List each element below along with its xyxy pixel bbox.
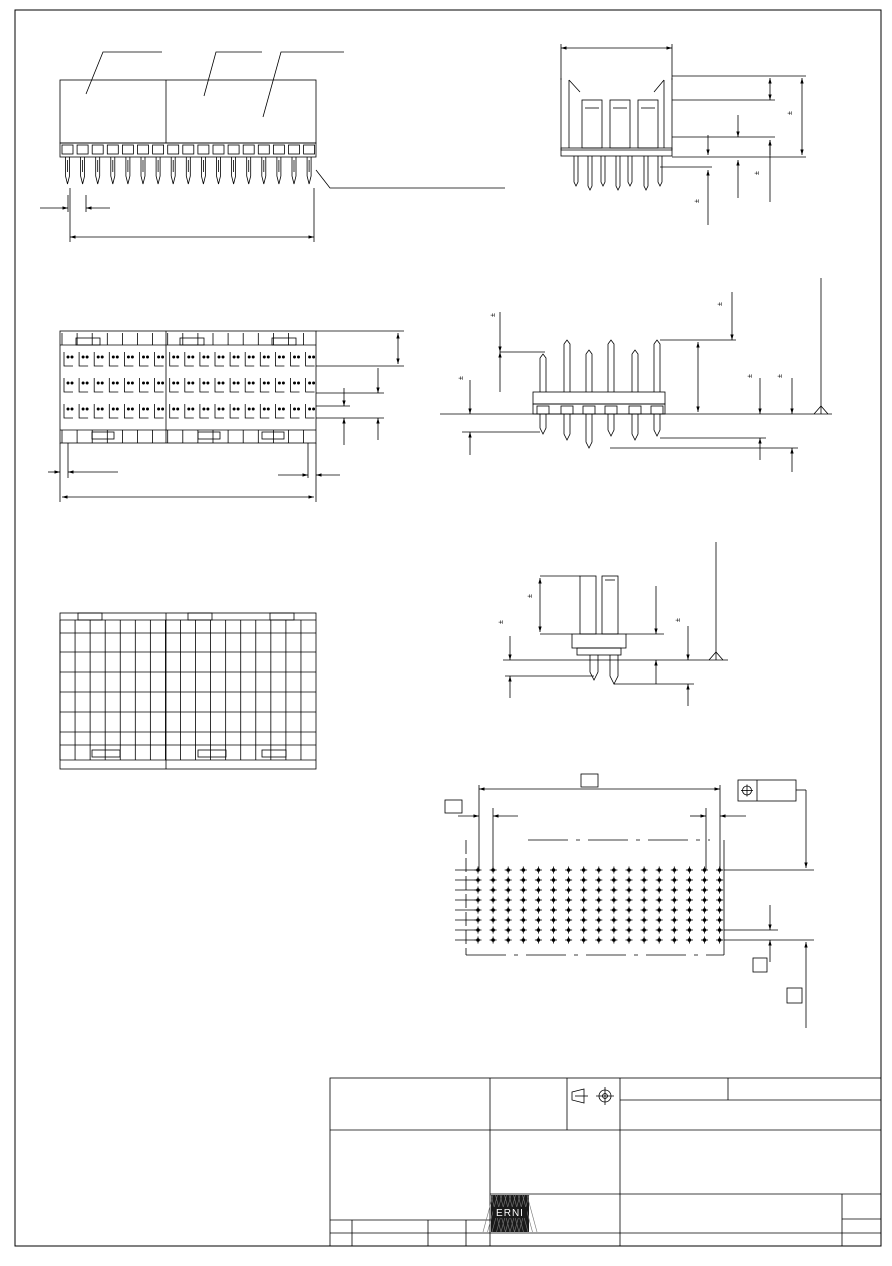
sheet-border bbox=[14, 9, 882, 1247]
tolerance-label: ± bbox=[490, 313, 497, 317]
short-side-view bbox=[503, 542, 728, 706]
tolerance-label: ± bbox=[498, 620, 505, 624]
erni-logo: ERNI bbox=[482, 1194, 538, 1233]
datum-box-c bbox=[752, 957, 768, 973]
tolerance-label: ± bbox=[777, 374, 784, 378]
tolerance-label: ± bbox=[527, 594, 534, 598]
tolerance-label: ± bbox=[694, 199, 701, 203]
bottom-view bbox=[59, 612, 317, 770]
datum-box-a bbox=[580, 773, 599, 788]
tolerance-label: ± bbox=[675, 618, 682, 622]
tolerance-label: ± bbox=[787, 111, 794, 115]
pcb-layout bbox=[444, 773, 814, 1028]
datum-box-d bbox=[786, 987, 803, 1004]
tolerance-label: ± bbox=[717, 302, 724, 306]
tolerance-label: ± bbox=[458, 376, 465, 380]
front-view bbox=[40, 51, 505, 242]
title-block: ERNI bbox=[329, 1077, 882, 1247]
logo-text: ERNI bbox=[496, 1208, 524, 1219]
tolerance-label: ± bbox=[747, 374, 754, 378]
pin-side-view bbox=[440, 278, 832, 472]
projection-symbol bbox=[571, 1087, 614, 1105]
tolerance-label: ± bbox=[754, 171, 761, 175]
position-tolerance-frame bbox=[737, 779, 797, 802]
datum-box-b bbox=[444, 799, 463, 814]
top-view bbox=[48, 330, 404, 502]
side-view-top bbox=[560, 44, 806, 225]
